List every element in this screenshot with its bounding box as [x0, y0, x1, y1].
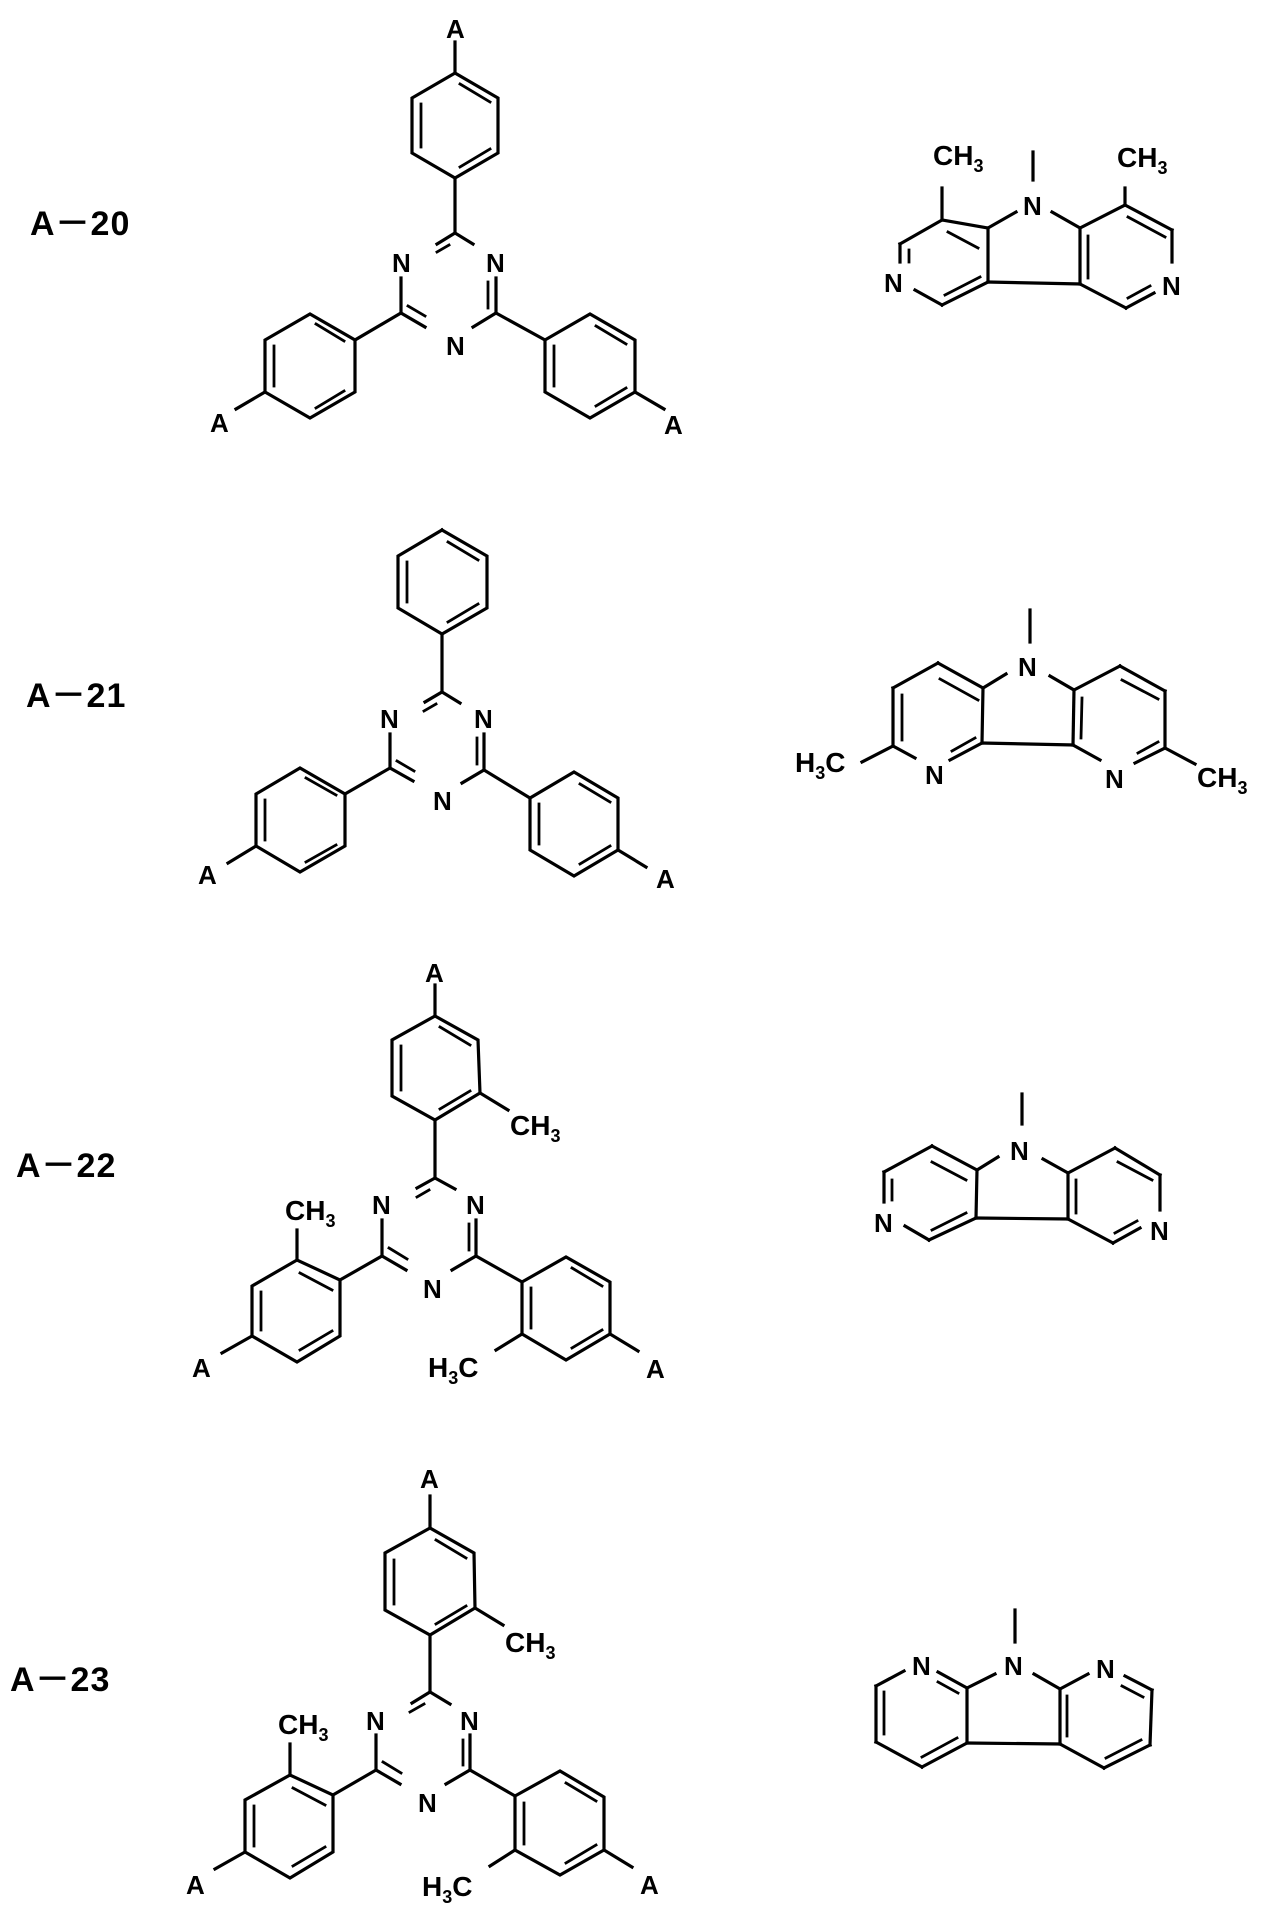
triazine-structure: A CH3 N N N CH3 A — [186, 1464, 659, 1907]
n-right: N — [1096, 1654, 1115, 1684]
methyl-label-left: CH3 — [933, 140, 983, 176]
triazine-n-right: N — [486, 248, 505, 278]
compound-label: A－20 — [30, 205, 131, 243]
methyl-label-left: H3C — [795, 747, 845, 783]
attach-label-a: A — [192, 1353, 211, 1383]
attach-label-a: A — [646, 1354, 665, 1384]
methyl-label-right: H3C — [428, 1352, 478, 1388]
triazine-n-left: N — [392, 248, 411, 278]
triazine-n-right: N — [474, 704, 493, 734]
group-a-structure: N N N — [874, 1092, 1169, 1246]
triazine-structure: A CH3 N N N CH3 A — [192, 958, 665, 1388]
attach-label-a: A — [656, 864, 675, 894]
attach-label-a: A — [420, 1464, 439, 1494]
attach-label-a: A — [186, 1870, 205, 1900]
attach-label-a: A — [446, 14, 465, 44]
methyl-label-right: H3C — [422, 1871, 472, 1907]
attach-label-a: A — [210, 408, 229, 438]
group-a-structure: CH3 CH3 N N N — [884, 140, 1181, 311]
compound-label: A－22 — [16, 1147, 117, 1185]
triazine-n-left: N — [380, 704, 399, 734]
n-left: N — [874, 1208, 893, 1238]
n-right: N — [1105, 764, 1124, 794]
compound-row-a20: A－20 A N N N A — [0, 0, 1263, 470]
attach-label-a: A — [425, 958, 444, 988]
methyl-label-left: CH3 — [285, 1195, 335, 1231]
n-left: N — [884, 268, 903, 298]
methyl-label-left: CH3 — [278, 1709, 328, 1745]
triazine-n-left: N — [372, 1190, 391, 1220]
group-a-structure: N H3C N N CH3 — [795, 608, 1247, 798]
n-right: N — [1162, 271, 1181, 301]
triazine-n-bottom: N — [423, 1274, 442, 1304]
methyl-label-right: CH3 — [1197, 762, 1247, 798]
attach-label-a: A — [664, 410, 683, 440]
compound-row-a23: A－23 A CH3 N N N CH3 A — [0, 1420, 1263, 1914]
triazine-n-right: N — [466, 1190, 485, 1220]
n-center: N — [1018, 652, 1037, 682]
compound-label: A－21 — [26, 677, 127, 715]
compound-row-a22: A－22 A CH3 N N N CH3 A — [0, 930, 1263, 1420]
n-left: N — [925, 760, 944, 790]
n-center: N — [1004, 1651, 1023, 1681]
triazine-structure: A N N N A A — [210, 14, 683, 440]
triazine-n-bottom: N — [446, 331, 465, 361]
group-a-structure: N N N — [873, 1608, 1155, 1771]
triazine-n-bottom: N — [418, 1788, 437, 1818]
compound-label: A－23 — [10, 1661, 111, 1699]
n-center: N — [1010, 1136, 1029, 1166]
compound-row-a21: A－21 N N N A A — [0, 470, 1263, 930]
methyl-label-right: CH3 — [1117, 142, 1167, 178]
attach-label-a: A — [640, 1870, 659, 1900]
n-left: N — [912, 1651, 931, 1681]
triazine-structure: N N N A A — [198, 527, 675, 894]
triazine-n-bottom: N — [433, 786, 452, 816]
methyl-label-top: CH3 — [510, 1110, 560, 1146]
triazine-n-left: N — [366, 1706, 385, 1736]
methyl-label-top: CH3 — [505, 1627, 555, 1663]
n-right: N — [1150, 1216, 1169, 1246]
n-center: N — [1023, 191, 1042, 221]
attach-label-a: A — [198, 860, 217, 890]
triazine-n-right: N — [460, 1706, 479, 1736]
